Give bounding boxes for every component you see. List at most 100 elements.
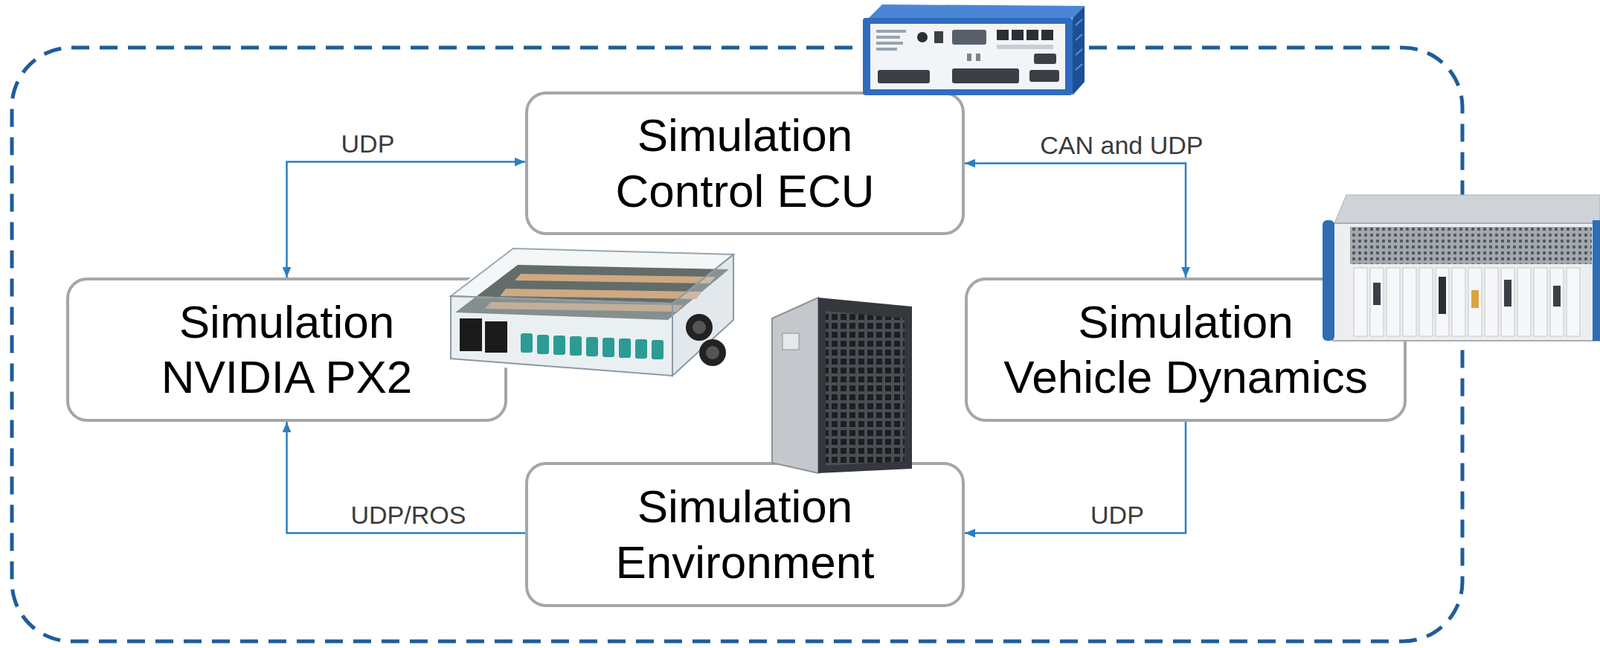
node-text: Simulation NVIDIA PX2 xyxy=(156,294,418,406)
target-machine-part xyxy=(1484,267,1499,337)
ecu-device-part xyxy=(876,29,906,33)
edge-label: UDP xyxy=(1087,499,1148,531)
ecu-device-part xyxy=(876,47,898,51)
px2-board-part xyxy=(484,301,683,312)
ecu-device-part xyxy=(996,29,1009,41)
ecu-device-part xyxy=(862,17,1073,96)
workstation-tower-part xyxy=(782,333,799,350)
target-machine-part xyxy=(1386,267,1400,337)
px2-board-part xyxy=(459,318,483,352)
px2-board-part xyxy=(537,334,549,355)
ecu-device-part xyxy=(952,68,1020,84)
target-machine-part xyxy=(1468,267,1482,337)
px2-board-part xyxy=(586,336,599,357)
ecu-device-part xyxy=(1075,34,1083,41)
px2-board xyxy=(446,245,737,381)
process-box: Simulation Vehicle Dynamics xyxy=(964,277,1407,422)
target-machine-part xyxy=(1550,267,1564,337)
target-machine xyxy=(1322,194,1600,341)
px2-board-part xyxy=(672,254,734,376)
px2-board-part xyxy=(685,313,713,341)
ecu-device-part xyxy=(966,53,972,61)
dashed-boundary xyxy=(11,47,1463,642)
ecu-device-part xyxy=(934,31,944,44)
px2-board-part xyxy=(635,339,648,359)
px2-board-part xyxy=(455,264,729,320)
px2-board-part xyxy=(553,335,566,355)
ecu-device-part xyxy=(1075,49,1083,56)
edge-label: CAN and UDP xyxy=(1036,130,1206,161)
target-machine-part xyxy=(1435,267,1450,337)
ecu-device-part xyxy=(1026,29,1039,41)
px2-board-part xyxy=(618,338,631,358)
target-machine-part xyxy=(1373,282,1381,305)
ecu-device-part xyxy=(1033,53,1057,64)
workstation-tower-part xyxy=(772,297,819,474)
px2-board-part xyxy=(699,339,726,366)
edge-label: UDP/ROS xyxy=(347,499,469,531)
connector xyxy=(287,162,526,278)
workstation-tower-part xyxy=(818,297,912,474)
ecu-device-part xyxy=(1075,19,1083,26)
process-box: Simulation NVIDIA PX2 xyxy=(66,277,508,422)
px2-board-part xyxy=(705,345,720,360)
ecu-device-part xyxy=(1029,69,1060,82)
target-machine-part xyxy=(1533,267,1548,337)
ecu-device-part xyxy=(996,44,1054,50)
px2-board-part xyxy=(692,320,706,334)
px2-board-part xyxy=(450,296,673,376)
workstation-tower xyxy=(772,297,912,474)
ecu-device-part xyxy=(1041,29,1054,41)
px2-board-part xyxy=(484,321,508,353)
workstation-tower-part xyxy=(825,310,905,466)
process-box: Simulation Environment xyxy=(525,461,965,607)
target-machine-part xyxy=(1566,267,1580,337)
target-machine-part xyxy=(1517,267,1531,337)
ecu-device xyxy=(862,4,1085,96)
target-machine-part xyxy=(1402,267,1417,337)
connector xyxy=(964,421,1186,534)
ecu-device-part xyxy=(1072,5,1085,96)
target-machine-part xyxy=(1592,220,1600,341)
px2-board-part xyxy=(446,245,737,381)
px2-board-part xyxy=(569,336,582,356)
ecu-device-part xyxy=(876,41,904,45)
px2-board-part xyxy=(514,273,716,284)
target-machine-part xyxy=(1322,220,1335,341)
target-machine-part xyxy=(1334,194,1600,224)
ecu-device-part xyxy=(952,29,987,45)
target-machine-part xyxy=(1332,223,1600,341)
target-machine-part xyxy=(1504,279,1512,307)
target-machine-part xyxy=(1350,226,1592,265)
px2-board-part xyxy=(651,339,664,360)
ecu-device-part xyxy=(876,35,901,39)
px2-board-part xyxy=(499,288,703,300)
target-machine-part xyxy=(1353,267,1368,337)
ecu-device-part xyxy=(870,23,1066,90)
px2-board-part xyxy=(602,337,615,358)
node-text: Simulation Vehicle Dynamics xyxy=(1000,294,1371,406)
edge-label: UDP xyxy=(338,128,398,160)
process-box: Simulation Control ECU xyxy=(525,91,965,236)
ecu-device-part xyxy=(1011,29,1024,41)
target-machine-part xyxy=(1553,285,1561,307)
ecu-device-part xyxy=(975,53,981,61)
target-machine-part xyxy=(1438,276,1447,314)
px2-board-part xyxy=(520,333,533,353)
ecu-device-part xyxy=(868,4,1085,18)
connector xyxy=(964,163,1186,279)
ecu-device-part xyxy=(917,31,928,43)
target-machine-part xyxy=(1451,267,1466,337)
connector xyxy=(287,421,526,534)
ecu-device-part xyxy=(877,69,930,84)
target-machine-part xyxy=(1370,267,1384,337)
ecu-device-part xyxy=(1075,63,1083,70)
target-machine-part xyxy=(1419,267,1433,337)
node-text: Simulation Control ECU xyxy=(612,107,878,219)
px2-board-part xyxy=(450,248,734,304)
target-machine-part xyxy=(1471,290,1479,308)
target-machine-part xyxy=(1501,267,1515,337)
node-text: Simulation Environment xyxy=(612,479,878,590)
